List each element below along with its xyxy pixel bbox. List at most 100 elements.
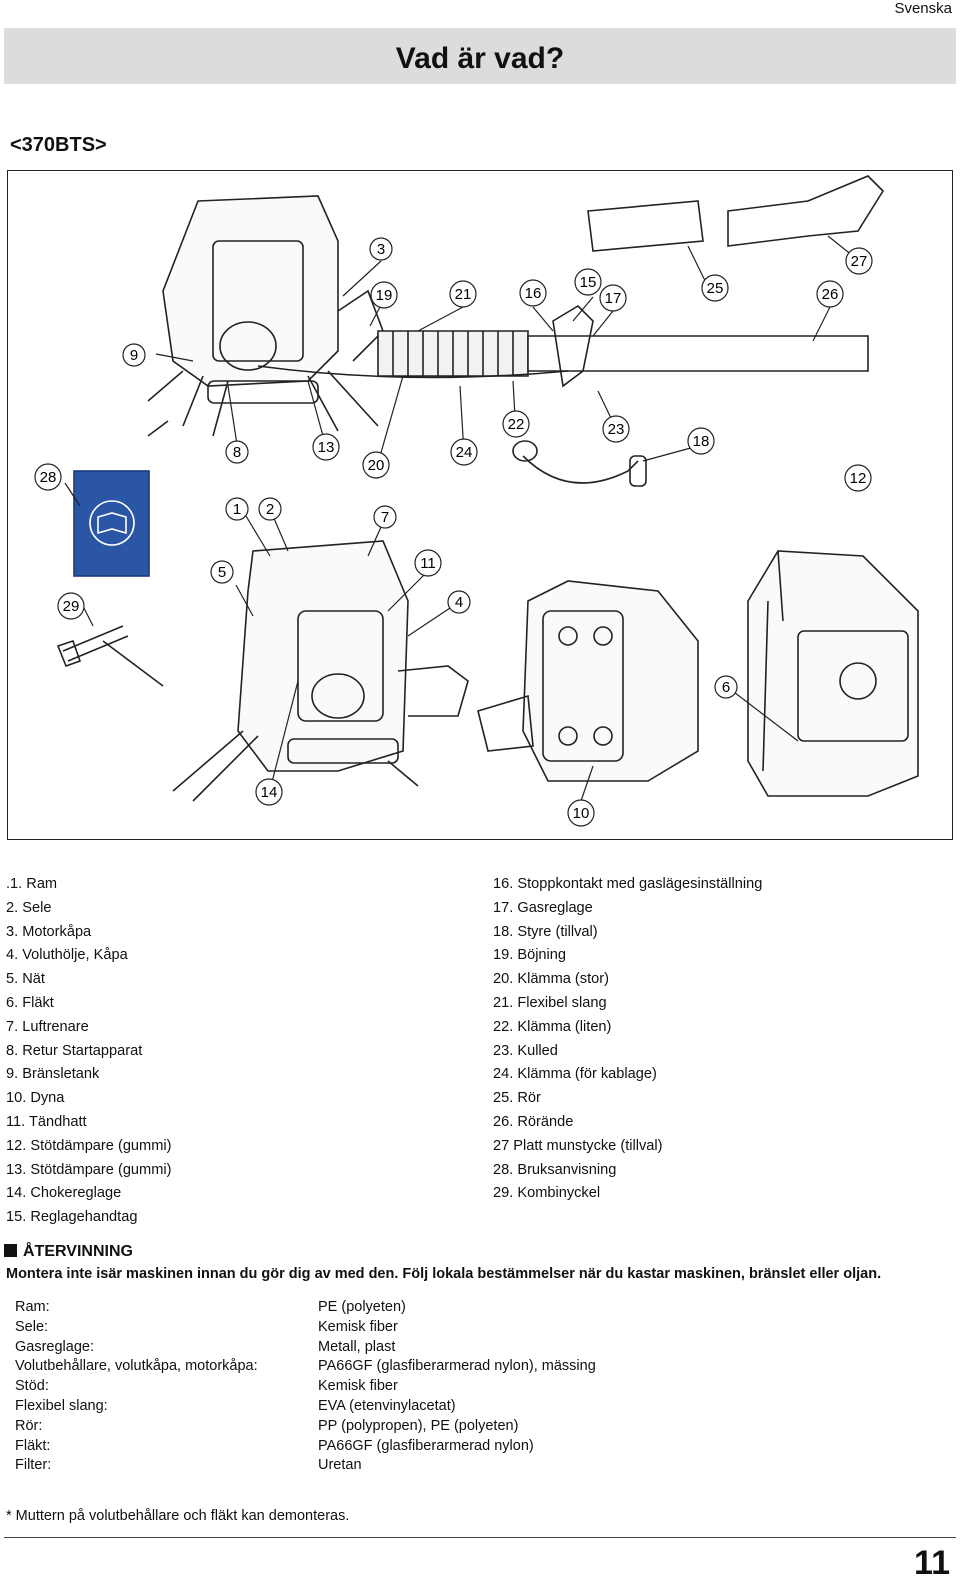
callout-7: 7 — [373, 505, 397, 529]
material-part-label: Rör: — [15, 1417, 43, 1434]
material-value: PP (polypropen), PE (polyeten) — [318, 1417, 519, 1434]
parts-list-item: 5. Nät — [6, 971, 45, 988]
callout-1: 1 — [225, 497, 249, 521]
language-label: Svenska — [894, 0, 952, 17]
svg-text:28: 28 — [40, 469, 57, 486]
svg-text:20: 20 — [368, 457, 385, 474]
svg-text:26: 26 — [822, 286, 839, 303]
svg-text:11: 11 — [420, 555, 436, 572]
material-value: PA66GF (glasfiberarmerad nylon), mässing — [318, 1358, 596, 1375]
footnote: * Muttern på volutbehållare och fläkt ka… — [6, 1508, 350, 1524]
callout-27: 27 — [845, 247, 873, 275]
parts-list-item: 20. Klämma (stor) — [493, 971, 609, 988]
svg-text:12: 12 — [850, 470, 867, 487]
page-title: Vad är vad? — [395, 42, 565, 75]
callout-9: 9 — [122, 343, 146, 367]
callout-22: 22 — [502, 410, 530, 438]
material-value: Uretan — [318, 1457, 362, 1474]
parts-list-item: 9. Bränsletank — [6, 1066, 100, 1083]
callout-circles: 1 2 3 4 5 6 7 8 9 10 11 12 13 14 15 16 1… — [34, 237, 873, 827]
material-value: Kemisk fiber — [318, 1318, 398, 1335]
parts-list-item: 22. Klämma (liten) — [493, 1018, 612, 1035]
parts-list-item: 19. Böjning — [493, 947, 567, 964]
svg-text:22: 22 — [508, 416, 525, 433]
parts-list-item: 3. Motorkåpa — [6, 923, 92, 940]
title-bar: Vad är vad? — [4, 28, 956, 84]
parts-list-item: 10. Dyna — [6, 1090, 65, 1107]
parts-list-item: 14. Chokereglage — [6, 1185, 122, 1202]
model-label: <370BTS> — [10, 134, 107, 156]
blower-illustration-top — [147, 195, 384, 437]
svg-text:16: 16 — [525, 285, 542, 302]
recycling-notice: Montera inte isär maskinen innan du gör … — [6, 1266, 882, 1282]
material-part-label: Ram: — [15, 1299, 50, 1315]
callout-13: 13 — [312, 433, 340, 461]
material-part-label: Volutbehållare, volutkåpa, motorkåpa: — [15, 1358, 258, 1375]
parts-list-item: 4. Voluthölje, Kåpa — [6, 947, 128, 964]
parts-list-item: 12. Stötdämpare (gummi) — [6, 1137, 172, 1154]
callout-14: 14 — [255, 778, 283, 806]
parts-list-right: 16. Stoppkontakt med gaslägesinställning… — [493, 873, 762, 1206]
parts-list-item: 24. Klämma (för kablage) — [493, 1066, 657, 1083]
svg-text:14: 14 — [261, 784, 278, 801]
parts-list-item: 6. Fläkt — [6, 994, 54, 1011]
blower-illustration-front — [172, 540, 469, 802]
material-value: PA66GF (glasfiberarmerad nylon) — [318, 1437, 534, 1454]
svg-text:21: 21 — [455, 286, 472, 303]
svg-text:15: 15 — [580, 274, 597, 291]
material-value: PE (polyeten) — [318, 1299, 406, 1315]
callout-23: 23 — [602, 415, 630, 443]
callout-19: 19 — [370, 281, 398, 309]
svg-text:5: 5 — [218, 564, 226, 581]
parts-list-item: 7. Luftrenare — [6, 1018, 89, 1035]
svg-text:9: 9 — [130, 347, 138, 364]
svg-text:7: 7 — [381, 509, 389, 526]
callout-11: 11 — [414, 549, 442, 577]
manual-illustration — [73, 470, 150, 577]
svg-text:2: 2 — [266, 501, 274, 518]
parts-list-item: 28. Bruksanvisning — [493, 1161, 617, 1178]
callout-12: 12 — [844, 464, 872, 492]
material-value: Kemisk fiber — [318, 1378, 398, 1395]
svg-text:23: 23 — [608, 421, 625, 438]
blower-illustration-side — [747, 550, 919, 797]
material-part-label: Filter: — [15, 1457, 52, 1474]
material-part-label: Stöd: — [15, 1378, 49, 1395]
parts-list-item: 8. Retur Startapparat — [6, 1042, 143, 1059]
parts-list-item: 15. Reglagehandtag — [6, 1209, 138, 1226]
svg-text:8: 8 — [233, 444, 241, 461]
parts-list-item: 16. Stoppkontakt med gaslägesinställning — [493, 876, 763, 892]
square-bullet-icon — [4, 1244, 17, 1257]
svg-text:4: 4 — [455, 594, 463, 611]
callout-5: 5 — [210, 560, 234, 584]
footer-rule — [4, 1537, 956, 1538]
svg-text:25: 25 — [707, 280, 724, 297]
callout-8: 8 — [225, 440, 249, 464]
parts-list-item: .1. Ram — [6, 876, 58, 892]
svg-text:3: 3 — [377, 241, 385, 258]
parts-list-item: 11. Tändhatt — [6, 1113, 87, 1130]
material-value: EVA (etenvinylacetat) — [318, 1397, 456, 1414]
callout-20: 20 — [362, 451, 390, 479]
svg-text:13: 13 — [318, 439, 335, 456]
svg-text:10: 10 — [573, 805, 590, 822]
parts-list-item: 18. Styre (tillval) — [493, 923, 598, 940]
callout-3: 3 — [369, 237, 393, 261]
parts-diagram: 1 2 3 4 5 6 7 8 9 10 11 12 13 14 15 16 1… — [7, 170, 953, 840]
callout-17: 17 — [599, 284, 627, 312]
callout-4: 4 — [447, 590, 471, 614]
hose-and-tube — [257, 175, 885, 487]
callout-28: 28 — [34, 463, 62, 491]
svg-text:6: 6 — [722, 679, 730, 696]
parts-list-item: 13. Stötdämpare (gummi) — [6, 1161, 172, 1178]
parts-list-item: 26. Rörände — [493, 1113, 574, 1130]
callout-15: 15 — [574, 268, 602, 296]
callout-10: 10 — [567, 799, 595, 827]
svg-text:27: 27 — [851, 253, 868, 270]
diagram-svg: 1 2 3 4 5 6 7 8 9 10 11 12 13 14 15 16 1… — [34, 175, 919, 827]
page-number: 11 — [914, 1544, 950, 1582]
recycling-heading-text: ÅTERVINNING — [23, 1243, 133, 1260]
material-value: Metall, plast — [318, 1338, 396, 1355]
wrench-illustration — [56, 625, 164, 687]
